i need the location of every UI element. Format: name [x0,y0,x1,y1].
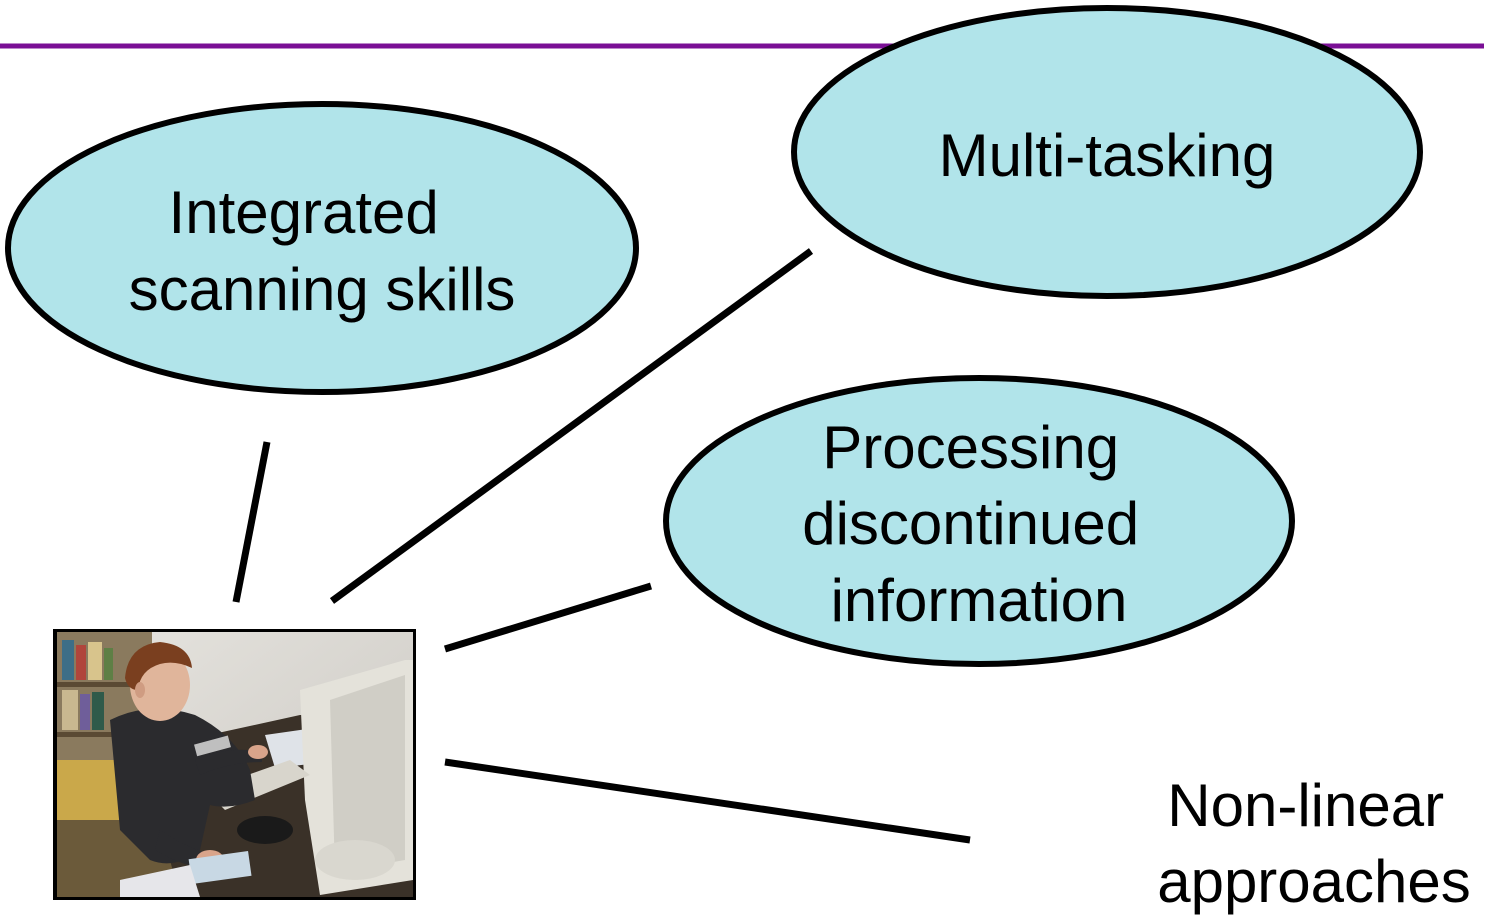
svg-text:Processing discontinued: Processing discontinued information [802,414,1156,634]
svg-text:Multi-tasking: Multi-tasking [939,122,1276,189]
bubble-line: discontinued [802,490,1139,557]
bubble-integrated-scanning-skills: Integrated scanning skills [5,101,639,395]
bubble-shape [791,5,1423,299]
label-line: approaches [1157,848,1471,915]
connector-lines [232,248,971,844]
connector-to-multitasking [329,248,814,604]
bubble-multi-tasking: Multi-tasking [791,5,1423,299]
bubble-line: Processing [822,414,1119,481]
bubble-line: Multi-tasking [939,122,1276,189]
bubble-line: scanning skills [129,256,516,323]
connector-to-nonlinear [444,758,971,844]
label-non-linear-approaches: Non-linear approaches [1157,772,1471,915]
bubble-line: Integrated [169,179,439,246]
bubble-shape [5,101,639,395]
label-line: Non-linear [1167,772,1444,839]
svg-text:Integrated scanning skil: Integrated scanning skills [129,179,516,323]
connector-to-scanning [232,441,271,603]
bubble-processing-discontinued-information: Processing discontinued information [663,375,1295,667]
connector-to-processing [443,582,653,653]
child-at-computer-photo [53,629,416,900]
bubble-line: information [831,567,1128,634]
bubble-shape [663,375,1295,667]
